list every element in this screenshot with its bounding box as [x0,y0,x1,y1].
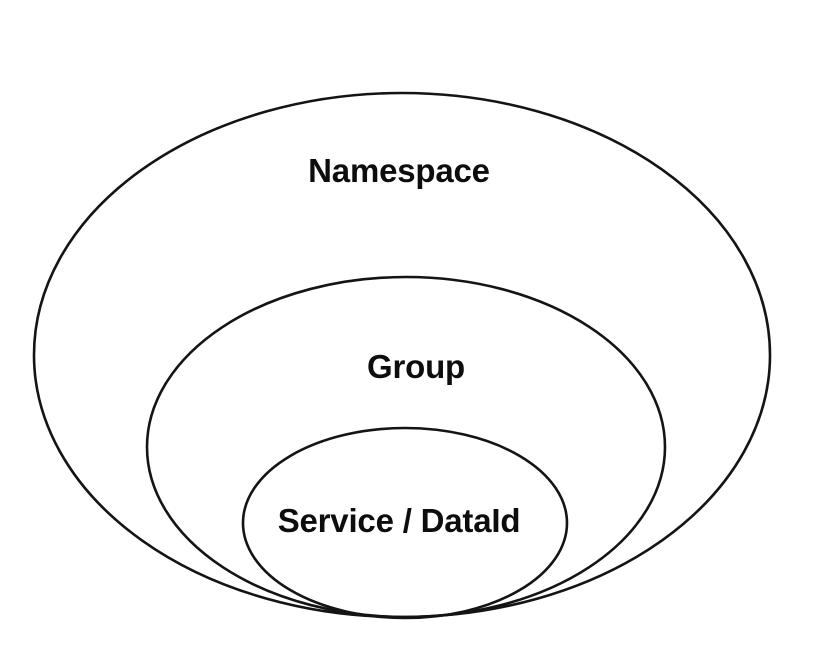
ellipse-service-dataid [243,428,567,618]
ellipse-label-group: Group [367,348,465,385]
ellipse-label-service-dataid: Service / DataId [277,502,521,539]
ellipse-label-namespace: Namespace [308,152,490,189]
